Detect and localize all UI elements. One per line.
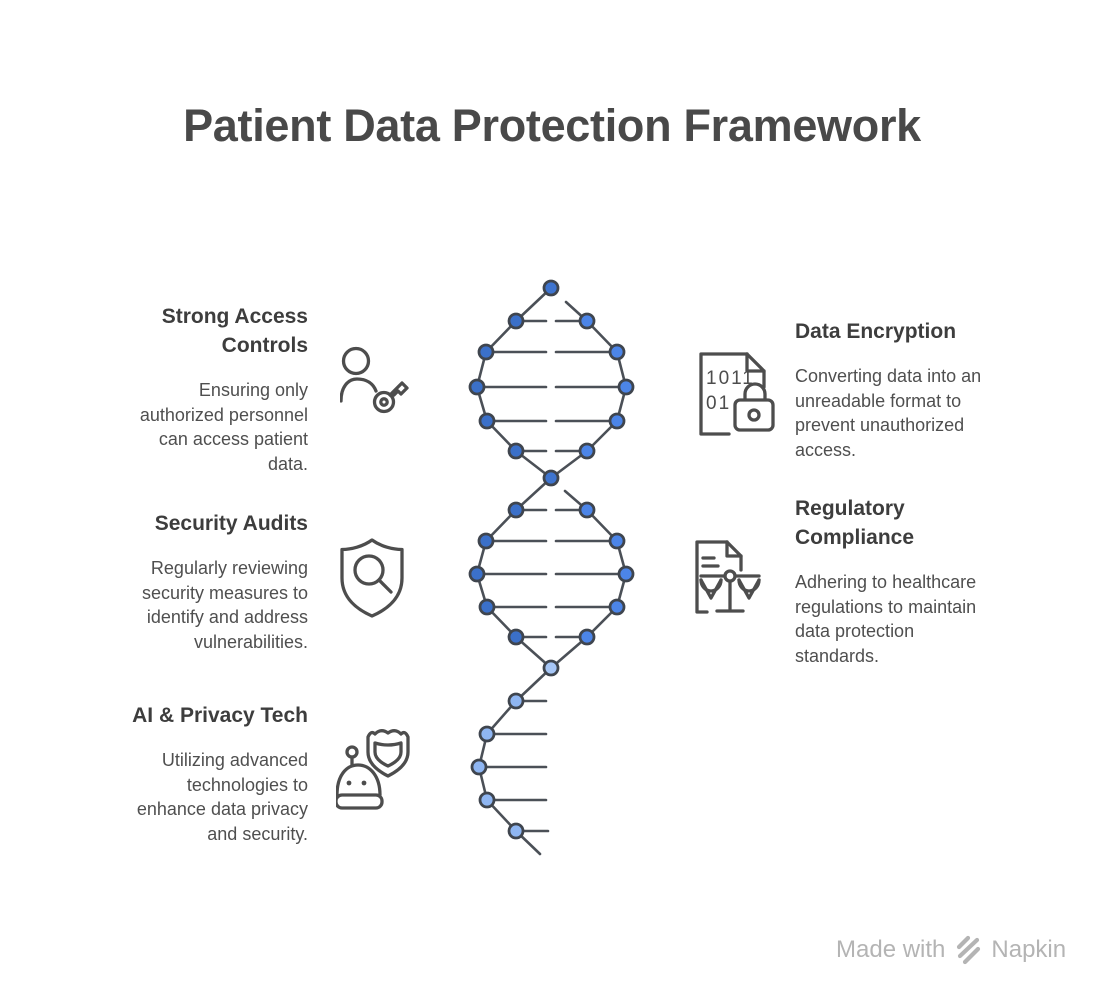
- user-key-icon: [340, 345, 412, 420]
- section-strong-access-controls: Strong Access Controls Ensuring only aut…: [48, 302, 308, 476]
- watermark-prefix: Made with: [836, 936, 946, 963]
- binary-line-1: 1011: [706, 368, 755, 389]
- watermark-brand: Napkin: [991, 936, 1067, 963]
- section-body: Regularly reviewing security measures to…: [141, 558, 308, 652]
- section-heading: Regulatory Compliance: [795, 497, 915, 549]
- shield-magnifier-icon: [338, 537, 406, 619]
- page-title: Patient Data Protection Framework: [183, 100, 921, 151]
- section-body: Ensuring only authorized personnel can a…: [139, 380, 308, 474]
- napkin-logo-icon: [954, 934, 982, 966]
- binary-line-2: 01: [706, 393, 731, 414]
- binary-document-lock-icon: 1011 01: [693, 351, 775, 437]
- dna-nodes: [468, 279, 635, 840]
- section-data-encryption: Data Encryption Converting data into an …: [795, 317, 1045, 462]
- section-heading: Strong Access Controls: [161, 305, 308, 357]
- section-body: Utilizing advanced technologies to enhan…: [136, 750, 308, 844]
- section-heading: AI & Privacy Tech: [132, 704, 308, 727]
- section-security-audits: Security Audits Regularly reviewing secu…: [48, 509, 308, 654]
- section-ai-privacy-tech: AI & Privacy Tech Utilizing advanced tec…: [48, 701, 308, 846]
- dna-helix-illustration: [440, 270, 670, 870]
- dna-strands: [475, 286, 628, 856]
- napkin-watermark: Made with Napkin: [836, 934, 1066, 966]
- dna-rungs: [475, 319, 628, 833]
- section-regulatory-compliance: Regulatory Compliance Adhering to health…: [795, 494, 1045, 668]
- robot-shield-icon: [336, 728, 412, 810]
- section-body: Adhering to healthcare regulations to ma…: [795, 572, 977, 666]
- section-heading: Security Audits: [154, 512, 308, 535]
- section-heading: Data Encryption: [795, 320, 957, 343]
- section-body: Converting data into an unreadable forma…: [795, 366, 982, 460]
- document-scales-icon: [693, 540, 767, 618]
